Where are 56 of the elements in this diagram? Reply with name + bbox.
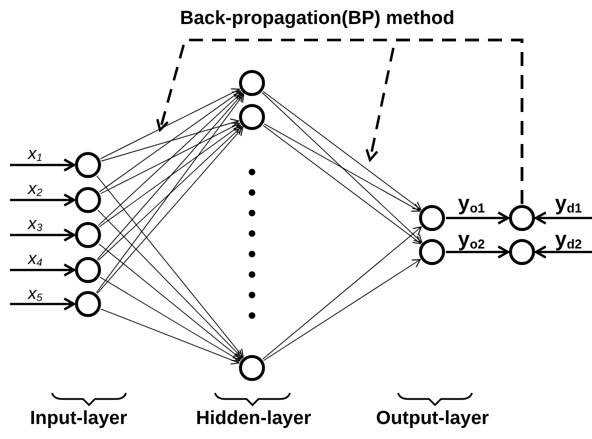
connection-arrow [10,158,76,172]
edge-label: x$_{3}$ [28,215,42,234]
connection-arrow [534,245,592,259]
feedback-arrow [366,38,524,204]
neuron-circle [75,222,101,248]
layer-label: Input-layer [30,408,128,430]
connection-arrow [10,297,76,311]
edge-label: x$_{1}$ [28,145,42,164]
neuron-circle [239,355,265,381]
title: Back-propagation(BP) method [180,8,454,30]
connection-arrow [98,243,242,360]
connection-arrow [262,226,422,360]
connection-arrow [263,259,421,361]
layer-label: Hidden-layer [196,408,312,430]
neuron-circle [75,291,101,317]
neuron-circle [509,239,535,265]
connection-arrow [101,118,240,162]
neuron-circle [239,104,265,130]
connection-arrow [100,308,240,365]
edge-label: y$_{o2}$ [458,229,485,251]
connection-arrow [98,92,242,226]
connection-arrow [262,125,422,244]
edge-label: y$_{o1}$ [458,193,485,215]
connection-arrow [262,92,422,243]
layer-label: Output-layer [376,408,489,430]
connection-arrow [96,127,244,294]
connection-arrow [262,91,422,210]
connection-arrow [98,126,242,261]
edge-label: x$_{2}$ [28,180,42,199]
connection-arrow [264,123,420,212]
edge-label: x$_{4}$ [28,250,42,269]
edge-label: y$_{d1}$ [555,193,582,215]
neuron-circle [75,187,101,213]
edge-label: x$_{5}$ [28,285,42,304]
connection-arrow [446,211,510,225]
neuron-circle [509,205,535,231]
connection-arrow [98,124,242,228]
neuron-circle [75,257,101,283]
connection-arrow [10,228,76,242]
connection-arrow [99,90,242,192]
connection-arrow [96,94,244,294]
neuron-circle [419,239,445,265]
connection-arrow [96,93,244,260]
neuron-circle [419,205,445,231]
connection-arrow [96,175,244,358]
connection-arrow [10,263,76,277]
connection-arrow [100,88,240,160]
connection-arrow [534,211,592,225]
connection-arrow [100,122,240,194]
connection-arrow [10,193,76,207]
neuron-circle [75,152,101,178]
connection-arrow [100,276,240,362]
edge-label: y$_{d2}$ [555,229,582,251]
neuron-circle [239,70,265,96]
connection-arrow [446,245,510,259]
connection-arrow [97,210,243,358]
